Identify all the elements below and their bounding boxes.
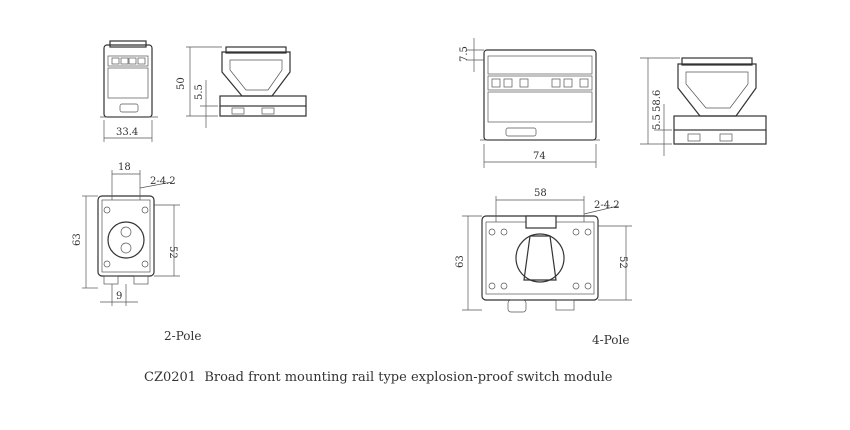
two-pole-spacing-label: 18 [118,162,131,173]
four-pole-outer-height-label: 63 [455,255,466,268]
two-pole-front-narrow-view: 33.4 [100,40,158,142]
two-pole-bottom-label: 9 [116,291,122,302]
four-pole-inner-height-label: 52 [617,256,628,269]
four-pole-height-label: 58.6 [652,90,663,112]
two-pole-front-view: 18 2-4.2 63 52 9 [72,162,180,306]
four-pole-front-narrow-view: 7.5 74 [459,38,600,168]
two-pole-rail-label: 5.5 [194,84,205,100]
four-pole-label: 4-Pole [592,333,629,347]
four-pole-front-view: 58 2-4.2 63 52 [455,188,632,313]
two-pole-outer-height-label: 63 [72,233,83,246]
two-pole-width-label: 33.4 [116,127,138,138]
four-pole-spacing-label: 58 [534,188,547,199]
two-pole-label: 2-Pole [164,329,201,343]
four-pole-rail-label: 5.5 [652,114,663,130]
two-pole-hole-label: 2-4.2 [150,176,176,187]
figure-caption: CZ0201 Broad front mounting rail type ex… [144,370,613,385]
four-pole-hole-label: 2-4.2 [594,200,620,211]
two-pole-side-view: 50 5.5 [176,46,307,128]
four-pole-top-label: 7.5 [459,46,470,62]
two-pole-height-label: 50 [176,77,187,90]
four-pole-side-view: 58.6 5.5 [640,57,767,156]
two-pole-inner-height-label: 52 [167,246,178,259]
four-pole-width-label: 74 [533,151,546,162]
